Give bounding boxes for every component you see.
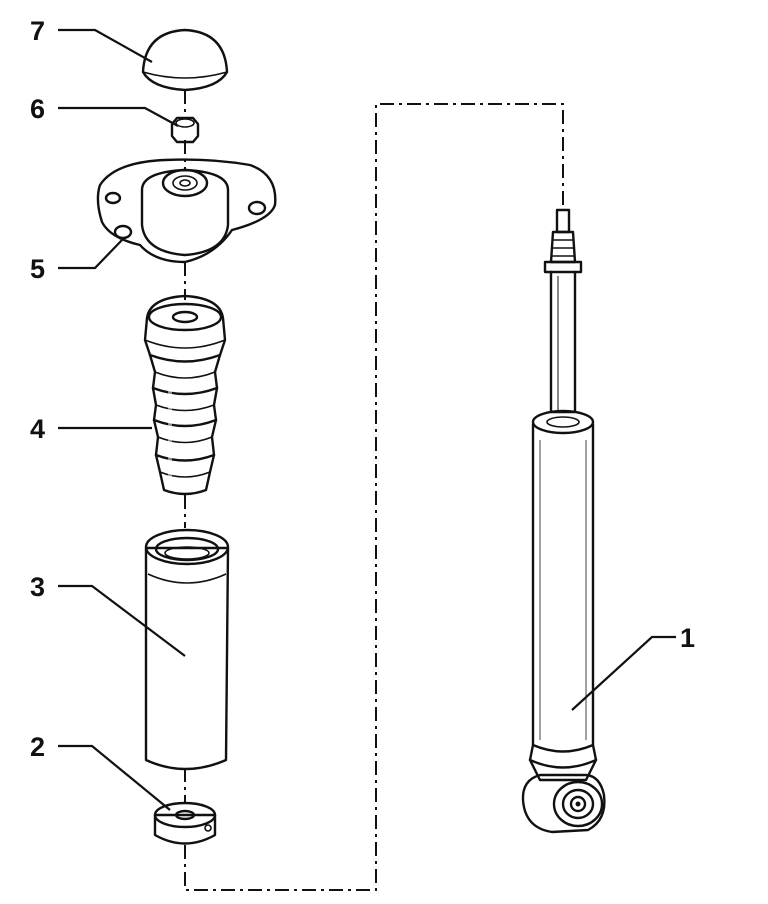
part-7-dust-cap bbox=[141, 28, 229, 92]
callout-1: 1 bbox=[680, 623, 695, 653]
leader-lines bbox=[58, 28, 676, 811]
callout-labels: 7 6 5 4 3 2 1 bbox=[30, 16, 695, 762]
part-2-washer bbox=[153, 801, 217, 845]
part-5-strut-mount bbox=[96, 158, 277, 264]
part-4-bump-stop bbox=[143, 294, 227, 496]
callout-6: 6 bbox=[30, 94, 45, 124]
callout-7: 7 bbox=[30, 16, 45, 46]
callout-5: 5 bbox=[30, 254, 45, 284]
callout-4: 4 bbox=[30, 414, 45, 444]
callout-3: 3 bbox=[30, 572, 45, 602]
assembly-path bbox=[184, 90, 564, 891]
callout-2: 2 bbox=[30, 732, 45, 762]
part-3-protective-tube bbox=[144, 528, 230, 771]
part-1-shock-absorber bbox=[521, 208, 606, 834]
part-6-nut bbox=[170, 116, 200, 144]
